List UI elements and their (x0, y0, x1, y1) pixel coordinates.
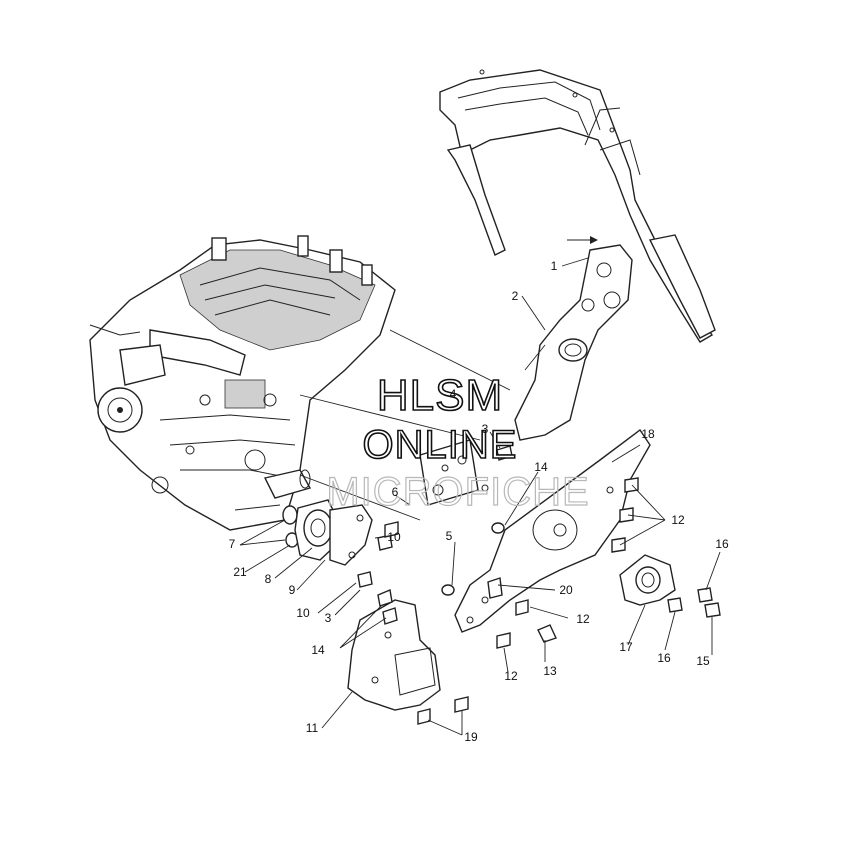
callout-label: 4 (450, 387, 457, 401)
callout-label: 14 (311, 643, 325, 657)
plate-part-4 (419, 439, 489, 506)
callout-label: 14 (534, 460, 548, 474)
callout-label: 1 (551, 259, 558, 273)
callout-label: 11 (306, 721, 319, 735)
callout-label: 3 (482, 422, 489, 436)
bolts-10-3 (357, 521, 399, 588)
callout-label: 10 (296, 606, 310, 620)
callout-label: 16 (715, 537, 729, 551)
callout-label: 9 (289, 583, 296, 597)
engine-assembly (89, 235, 396, 531)
bracket-part-11 (347, 589, 441, 711)
callout-label: 7 (229, 537, 236, 551)
callout-label: 2 (512, 289, 519, 303)
callout-label: 12 (576, 612, 590, 626)
bracket-part-2 (514, 244, 633, 441)
frame-part-1 (439, 69, 716, 343)
watermark-line-3: MICROFICHE (326, 470, 589, 514)
callout-label: 12 (671, 513, 685, 527)
plate-part-18 (454, 428, 651, 633)
callout-label: 21 (233, 565, 247, 579)
clip-part-20 (487, 577, 503, 599)
callout-label: 6 (392, 485, 399, 499)
callout-label: 16 (657, 651, 671, 665)
callout-label: 19 (464, 730, 478, 744)
callout-label: 15 (696, 654, 710, 668)
callout-labels: 1 2 3 3 4 5 6 7 8 9 10 10 11 12 12 12 13… (229, 259, 729, 744)
hub-parts (282, 499, 373, 566)
callout-label: 12 (504, 669, 518, 683)
callout-label: 8 (265, 572, 272, 586)
arrow-head-1 (590, 236, 598, 244)
washer-5 (441, 584, 455, 596)
mount-part-17 (619, 554, 676, 606)
watermark-line-1: HLSM (377, 371, 503, 420)
fasteners-15-16 (667, 587, 721, 618)
bolt-19 (417, 696, 469, 725)
bolt-13 (537, 624, 557, 643)
mount-line-b (389, 329, 511, 391)
mount-line-c (299, 474, 421, 521)
callout-label: 10 (387, 530, 401, 544)
callout-label: 13 (543, 664, 557, 678)
callout-label: 3 (325, 611, 332, 625)
watermark: HLSM ONLINE MICROFICHE (326, 370, 590, 514)
callout-label: 17 (619, 640, 633, 654)
bolt-3-upper (496, 445, 513, 461)
callout-label: 18 (641, 427, 655, 441)
mount-line-a (299, 394, 481, 441)
watermark-line-2: ONLINE (363, 423, 518, 467)
leader-lines (239, 257, 721, 736)
callout-label: 5 (446, 529, 453, 543)
callout-label: 20 (559, 583, 573, 597)
